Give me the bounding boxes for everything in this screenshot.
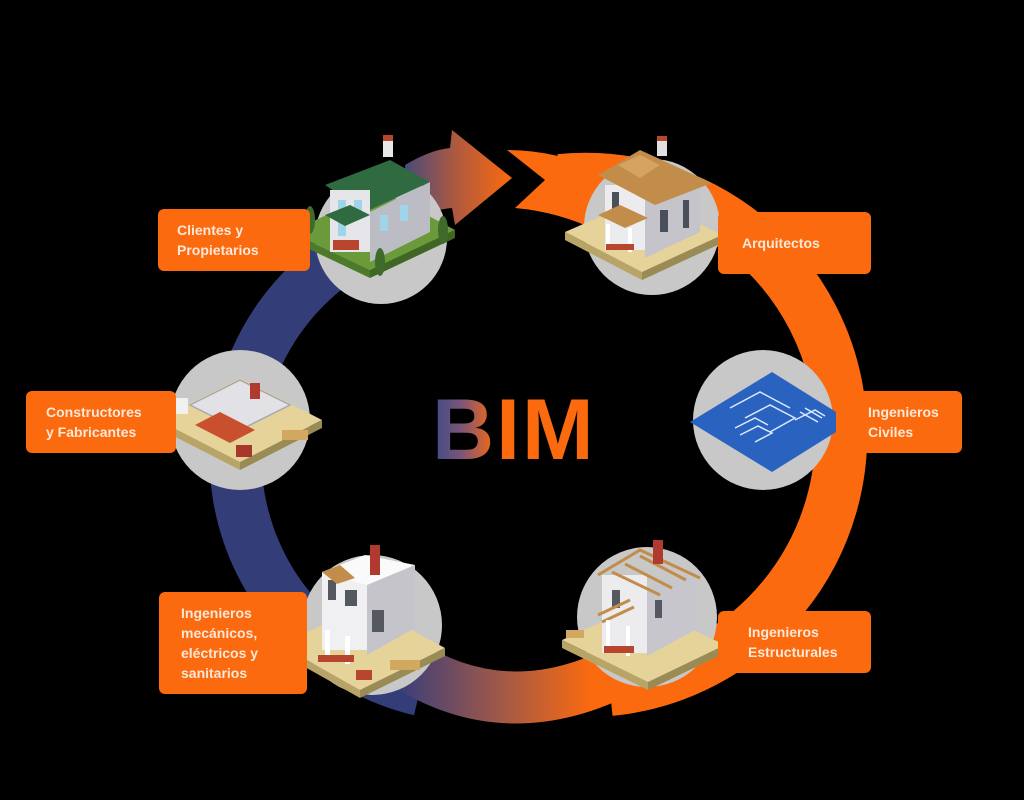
label-clientes: Clientes y Propietarios — [158, 209, 310, 271]
bim-title-first-letter: B — [432, 382, 497, 478]
node-arquitectos — [565, 136, 722, 295]
label-civiles: Ingenieros Civiles — [836, 391, 962, 453]
label-estructurales-text: Ingenieros Estructurales — [748, 624, 838, 660]
label-arquitectos: Arquitectos — [718, 212, 871, 274]
blueprint-icon — [690, 372, 852, 472]
label-estructurales: Ingenieros Estructurales — [718, 611, 871, 673]
bim-title-rest: IM — [496, 382, 596, 478]
cycle-arrow-tail — [507, 150, 610, 232]
node-clientes — [290, 135, 455, 304]
label-civiles-text: Ingenieros Civiles — [868, 404, 939, 440]
label-arquitectos-text: Arquitectos — [742, 235, 820, 251]
node-civiles — [690, 350, 852, 490]
node-estructurales — [562, 540, 725, 690]
label-constructores-text: Constructores y Fabricantes — [46, 404, 142, 440]
label-clientes-text: Clientes y Propietarios — [177, 222, 259, 258]
green-roof-house-icon — [290, 135, 455, 278]
ring-segment-bottom — [385, 637, 654, 724]
finished-house-icon — [565, 136, 722, 280]
label-mecanicos-text: Ingenieros mecánicos, eléctricos y sanit… — [181, 605, 259, 681]
roof-frame-house-icon — [562, 540, 725, 690]
foundation-icon — [158, 378, 322, 470]
label-mecanicos: Ingenieros mecánicos, eléctricos y sanit… — [159, 592, 307, 694]
node-constructores — [158, 350, 322, 490]
label-constructores: Constructores y Fabricantes — [26, 391, 176, 453]
node-mecanicos — [280, 545, 445, 698]
